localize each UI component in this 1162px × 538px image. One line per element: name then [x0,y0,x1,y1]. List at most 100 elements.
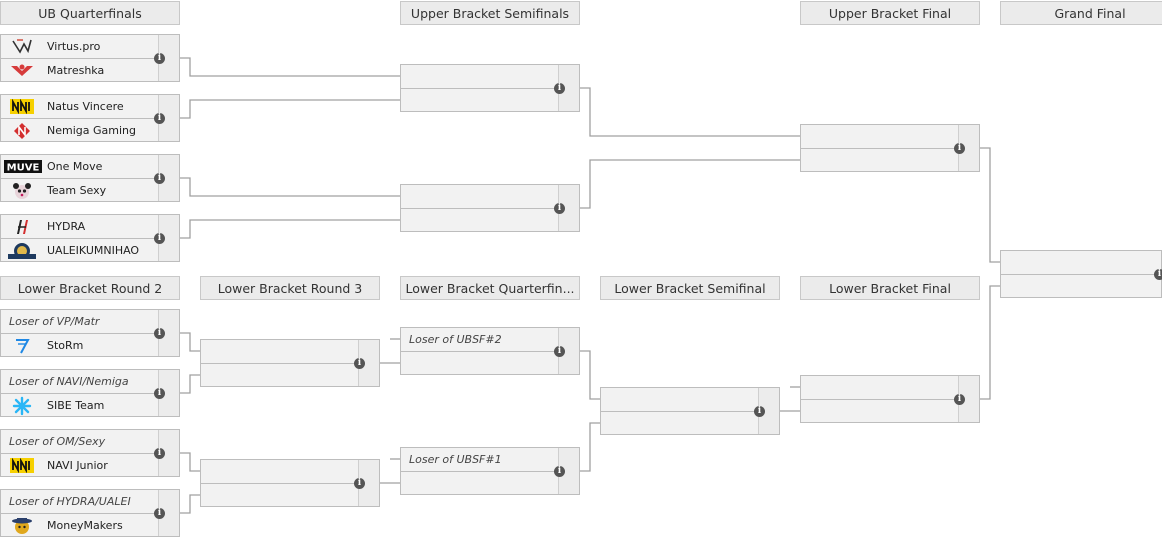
navijunior-logo-icon [5,457,39,474]
lbr2-match-1[interactable]: Loser of VP/Matr StoRm i [0,309,180,357]
team-name: UALEIKUMNIHAO [47,244,140,257]
team-name: HYDRA [47,220,86,233]
match-divider [1,333,179,334]
match-info-icon[interactable]: i [554,83,565,94]
header-ub-quarterfinals: UB Quarterfinals [0,1,180,25]
match-info-icon[interactable]: i [554,466,565,477]
header-lower-bracket-round-2: Lower Bracket Round 2 [0,276,180,300]
teamsexy-logo-icon [5,182,39,199]
match-info-icon[interactable]: i [354,478,365,489]
match-divider [201,483,379,484]
match-info-icon[interactable]: i [954,143,965,154]
match-divider [1,118,179,119]
lbr3-match-2[interactable]: i [200,459,380,507]
match-info-icon[interactable]: i [154,53,165,64]
team-name: SIBE Team [47,399,105,412]
team-slot[interactable]: Nemiga Gaming [1,119,161,142]
sibe-logo-icon [5,396,39,415]
team-name: Natus Vincere [47,100,124,113]
team-name: Virtus.pro [47,40,101,53]
match-info-icon[interactable]: i [154,173,165,184]
lbr2-match-3[interactable]: Loser of OM/Sexy NAVI Junior i [0,429,180,477]
lbf-match[interactable]: i [800,375,980,423]
matreshka-logo-icon [5,62,39,79]
team-name: Nemiga Gaming [47,124,136,137]
match-info-icon[interactable]: i [1154,269,1162,280]
team-slot[interactable]: SIBE Team [1,394,161,417]
lbr2-match-4[interactable]: Loser of HYDRA/UALEI MoneyMakers i [0,489,180,537]
team-name: NAVI Junior [47,459,108,472]
match-divider [401,471,579,472]
match-divider [1,393,179,394]
lbr2-match-2[interactable]: Loser of NAVI/Nemiga SIBE Team i [0,369,180,417]
lbsf-match[interactable]: i [600,387,780,435]
match-divider [401,351,579,352]
lbqf-match-1[interactable]: Loser of UBSF#2 i [400,327,580,375]
match-info-icon[interactable]: i [154,328,165,339]
match-info-icon[interactable]: i [354,358,365,369]
match-divider [201,363,379,364]
match-info-icon[interactable]: i [554,346,565,357]
header-grand-final: Grand Final [1000,1,1162,25]
placeholder-slot: Loser of OM/Sexy [1,430,161,453]
team-slot[interactable]: Natus Vincere [1,95,161,118]
ubqf-match-4[interactable]: HYDRA UALEIKUMNIHAO i [0,214,180,262]
match-info-icon[interactable]: i [154,448,165,459]
team-slot[interactable]: Team Sexy [1,179,161,202]
storm-logo-icon [5,337,39,354]
team-slot[interactable]: UALEIKUMNIHAO [1,239,161,262]
onemove-logo-text: MUVE [7,163,40,174]
lbr3-match-1[interactable]: i [200,339,380,387]
team-slot[interactable]: MoneyMakers [1,514,161,537]
ubqf-match-3[interactable]: MUVE One Move Team Sexy i [0,154,180,202]
match-info-icon[interactable]: i [154,233,165,244]
team-name: MoneyMakers [47,519,123,532]
hydra-logo-icon [5,218,39,235]
placeholder-slot: Loser of NAVI/Nemiga [1,370,161,393]
match-divider [801,148,979,149]
match-divider [1001,274,1161,275]
match-info-icon[interactable]: i [554,203,565,214]
match-info-icon[interactable]: i [154,113,165,124]
grand-final-match[interactable]: i [1000,250,1162,298]
match-divider [1,238,179,239]
nemiga-logo-icon [5,122,39,139]
match-info-icon[interactable]: i [154,508,165,519]
placeholder-label: Loser of OM/Sexy [9,435,106,448]
ubf-match[interactable]: i [800,124,980,172]
ubqf-match-1[interactable]: Virtus.pro Matreshka i [0,34,180,82]
match-divider [1,513,179,514]
match-divider [401,208,579,209]
header-lower-bracket-semifinal: Lower Bracket Semifinal [600,276,780,300]
placeholder-label: Loser of VP/Matr [9,315,100,328]
onemove-logo-icon: MUVE [4,158,42,175]
team-slot[interactable]: MUVE One Move [1,155,161,178]
team-name: Matreshka [47,64,105,77]
match-divider [601,411,779,412]
moneymakers-logo-icon [5,517,39,534]
lbqf-match-2[interactable]: Loser of UBSF#1 i [400,447,580,495]
placeholder-label: Loser of UBSF#2 [409,333,502,346]
team-name: One Move [47,160,103,173]
match-info-icon[interactable]: i [754,406,765,417]
team-name: StoRm [47,339,84,352]
ubsf-match-2[interactable]: i [400,184,580,232]
match-divider [1,178,179,179]
team-slot[interactable]: HYDRA [1,215,161,238]
match-info-icon[interactable]: i [154,388,165,399]
placeholder-label: Loser of HYDRA/UALEI [9,495,131,508]
placeholder-slot: Loser of VP/Matr [1,310,161,333]
team-slot[interactable]: Virtus.pro [1,35,161,58]
ualeikumnihao-logo-icon [5,242,39,259]
team-slot[interactable]: Matreshka [1,59,161,82]
ubqf-match-2[interactable]: Natus Vincere Nemiga Gaming i [0,94,180,142]
header-upper-bracket-semifinals: Upper Bracket Semifinals [400,1,580,25]
match-divider [801,399,979,400]
placeholder-slot: Loser of UBSF#1 [401,448,561,471]
match-info-icon[interactable]: i [954,394,965,405]
ubsf-match-1[interactable]: i [400,64,580,112]
team-slot[interactable]: NAVI Junior [1,454,161,477]
header-upper-bracket-final: Upper Bracket Final [800,1,980,25]
team-slot[interactable]: StoRm [1,334,161,357]
